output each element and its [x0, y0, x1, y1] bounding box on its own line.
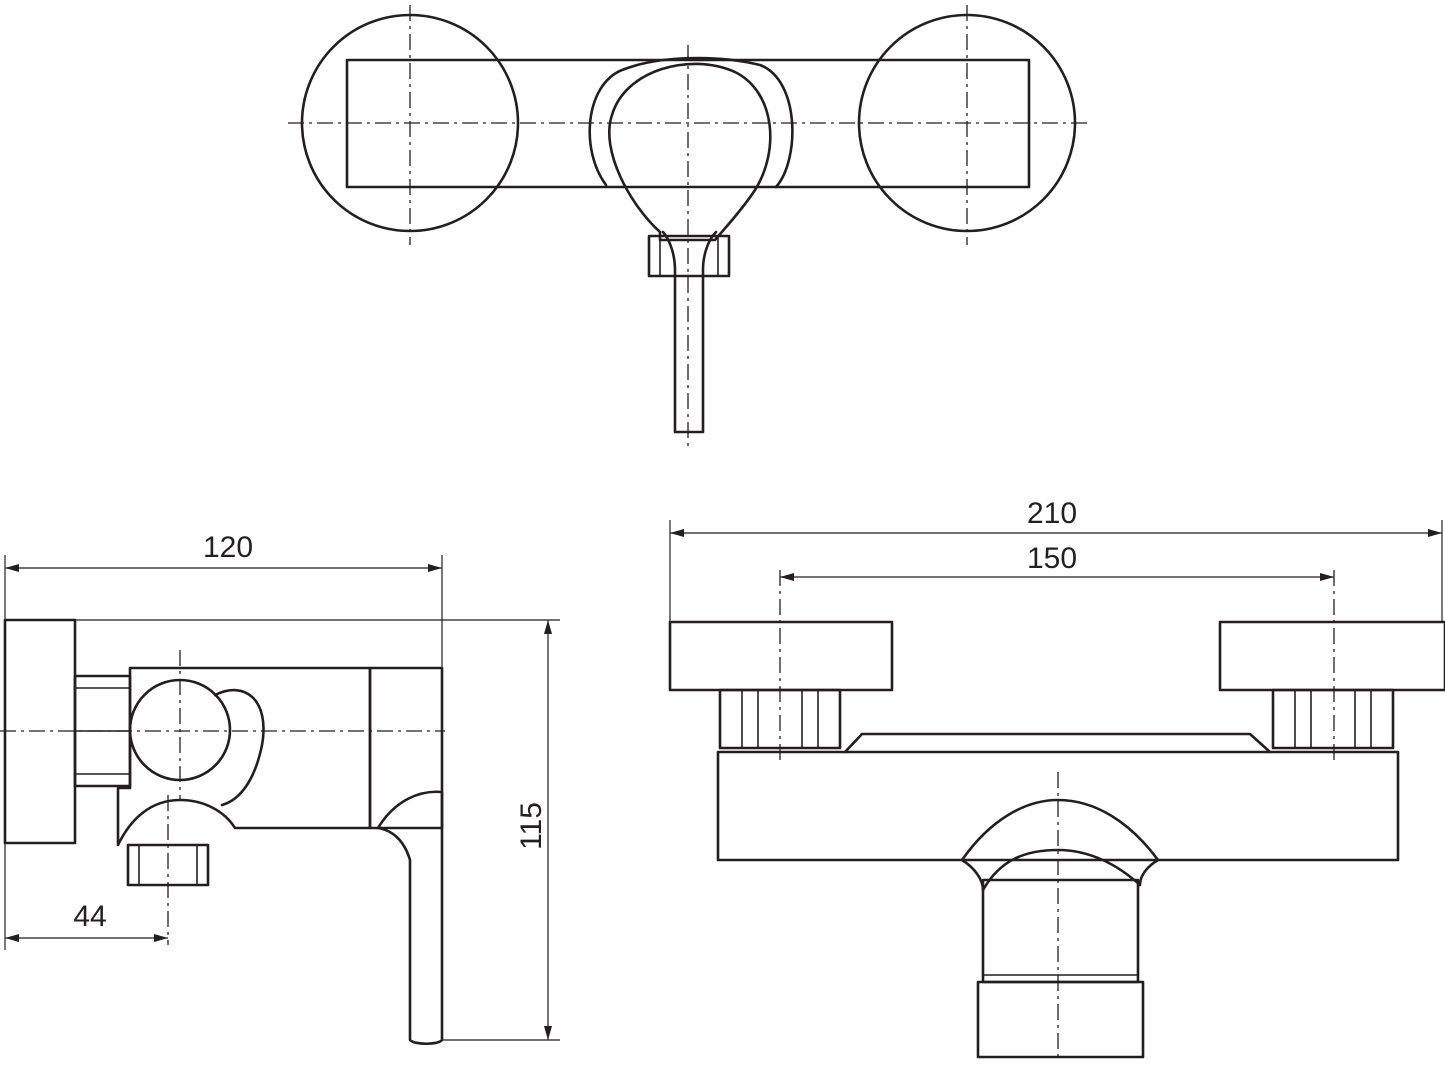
front-outlet-neck: [960, 848, 1160, 892]
dim-44-arrow-left: [5, 934, 19, 942]
dim-120-arrow-right: [428, 564, 442, 572]
dim-150-arrow-left: [780, 573, 794, 581]
side-view: 120 44 115: [0, 531, 560, 1046]
side-lever-handle: [376, 790, 444, 1046]
lever-hub: [608, 62, 772, 242]
side-mixer-body: [116, 666, 372, 847]
dim-115-arrow-top: [544, 620, 552, 634]
dim-210-label: 210: [1027, 497, 1077, 530]
front-view: 210 150: [668, 497, 1445, 1060]
front-outlet-spout: [981, 878, 1140, 984]
front-right-hex-nut: [1271, 688, 1395, 750]
dim-210-arrow-left: [670, 529, 684, 537]
front-outlet-dome: [960, 798, 1160, 862]
front-right-flange: [1218, 620, 1445, 692]
front-left-flange: [668, 620, 894, 692]
dim-44-label: 44: [73, 900, 106, 933]
dim-150-label: 150: [1027, 542, 1077, 575]
dim-120-label: 120: [203, 531, 253, 564]
dim-44-arrow-right: [154, 934, 168, 942]
dim-120-arrow-left: [5, 564, 19, 572]
dim-150-arrow-right: [1320, 573, 1334, 581]
cartridge-nut: [647, 234, 731, 278]
dim-115-arrow-bottom: [544, 1026, 552, 1040]
top-view: [288, 5, 1090, 448]
dim-210-arrow-right: [1428, 529, 1442, 537]
side-cover-plate: [368, 666, 444, 830]
side-boss-shoulder: [213, 688, 265, 807]
front-outlet-ring: [976, 980, 1145, 1059]
dim-115-label: 115: [515, 802, 548, 850]
lever-handle-top: [661, 230, 718, 434]
front-body-top-chamfer: [843, 732, 1272, 754]
